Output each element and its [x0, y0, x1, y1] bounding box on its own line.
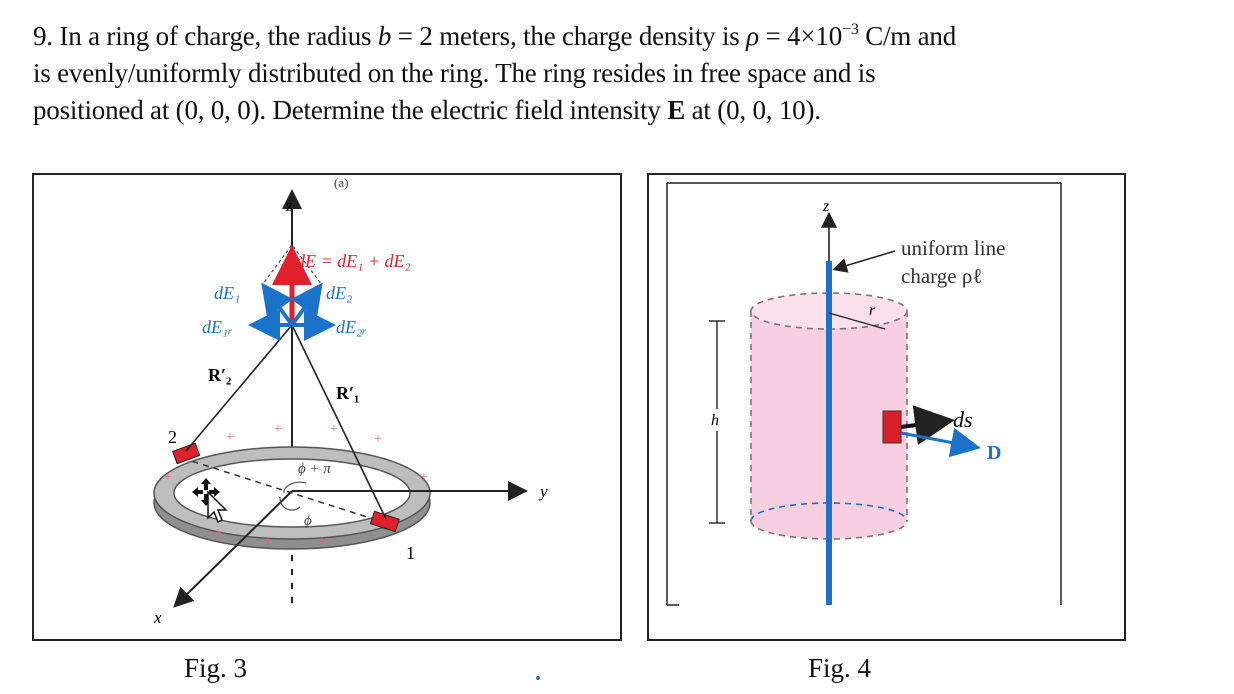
dE1-label: dE₁	[214, 283, 240, 303]
x-axis-label: x	[153, 608, 162, 627]
line-charge-label-2: charge ρℓ	[901, 264, 982, 288]
problem-line-1: 9. In a ring of charge, the radius b = 2…	[33, 21, 957, 51]
line-charge-label-1: uniform line	[901, 236, 1005, 260]
plus-sign: +	[164, 470, 172, 485]
svg-text:+: +	[264, 534, 272, 549]
figure-4-line-charge-cylinder: z r uniform line charge ρℓ h ds D	[647, 173, 1126, 641]
z-axis-label: z	[285, 196, 293, 215]
dE2r-label: dE₂ᵣ	[336, 317, 367, 337]
phi-plus-pi-label: ϕ + π	[298, 461, 331, 477]
density-symbol: ρ	[746, 21, 759, 51]
ring-diagram: (a) z y x + + + + + + + + +	[153, 175, 548, 627]
figure-4-caption: Fig. 4	[808, 653, 872, 683]
R2-label: R′₂	[208, 365, 231, 385]
D-vector	[900, 427, 981, 458]
fig4-z-label: z	[822, 198, 830, 215]
svg-text:+: +	[318, 534, 326, 549]
cylinder-diagram: z r uniform line charge ρℓ h ds D	[666, 182, 1062, 606]
svg-text:+: +	[226, 430, 234, 445]
problem-statement: 9. In a ring of charge, the radius b = 2…	[33, 18, 1213, 129]
R2-line	[185, 324, 293, 452]
figure-3-caption: Fig. 3	[184, 653, 248, 683]
problem-line-3: positioned at (0, 0, 0). Determine the e…	[33, 95, 821, 125]
svg-text:+: +	[374, 432, 382, 447]
svg-text:+: +	[420, 470, 428, 485]
y-axis-label: y	[538, 482, 548, 501]
problem-line-2: is evenly/uniformly distributed on the r…	[33, 58, 876, 88]
charge-element-1	[369, 510, 400, 533]
ds-vector	[900, 405, 955, 445]
point-1-label: 1	[406, 543, 415, 563]
height-label: h	[711, 412, 719, 429]
dE2-label: dE₂	[326, 283, 352, 303]
phi-label: ϕ	[304, 513, 312, 529]
surface-element	[882, 410, 902, 444]
fig3-top-label: (a)	[334, 175, 348, 190]
stray-dot	[536, 676, 540, 680]
D-label: D	[987, 442, 1001, 464]
move-cursor-icon	[192, 478, 228, 524]
point-2-label: 2	[168, 427, 177, 447]
radius-label: r	[869, 302, 876, 319]
field-symbol: E	[667, 95, 686, 125]
dE2-vector	[290, 282, 323, 327]
svg-text:+: +	[330, 422, 338, 437]
x-axis	[173, 490, 293, 608]
svg-text:+: +	[274, 422, 282, 437]
dE-label: dE = dE₁ + dE₂	[296, 251, 411, 271]
problem-number: 9.	[33, 21, 53, 51]
R1-line	[291, 324, 387, 520]
ds-label: ds	[953, 407, 973, 432]
R1-label: R′₁	[336, 383, 359, 403]
dE1-vector	[261, 282, 294, 327]
dE1r-label: dE₁ᵣ	[202, 317, 233, 337]
charge-element-2	[172, 442, 201, 465]
svg-text:+: +	[214, 526, 222, 541]
figure-3-ring-of-charge: (a) z y x + + + + + + + + +	[32, 173, 622, 641]
radius-symbol: b	[377, 21, 392, 51]
